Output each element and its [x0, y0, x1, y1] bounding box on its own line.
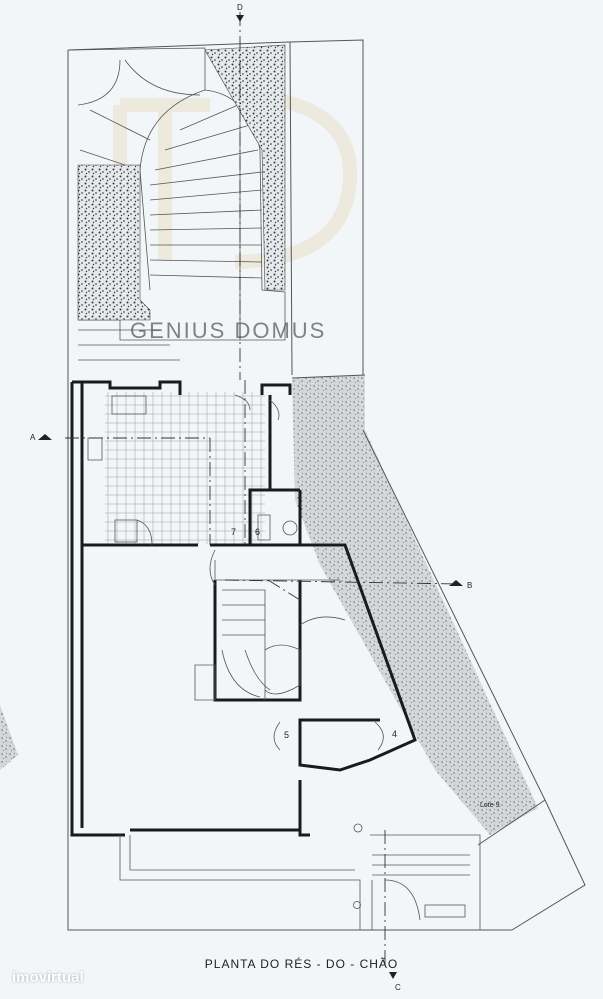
- section-mark-d: D: [237, 3, 243, 12]
- walls: [70, 380, 417, 837]
- watermark-site: imovirtual: [12, 969, 84, 986]
- lot-boundary: [67, 39, 586, 931]
- drawing-title: PLANTA DO RÉS - DO - CHÃO: [204, 957, 399, 971]
- room-number-4: 4: [392, 729, 397, 739]
- interior-lines: [87, 394, 481, 931]
- upper-stair: [69, 47, 286, 361]
- lot-label: Lote 9: [480, 802, 500, 809]
- room-number-5: 5: [284, 730, 289, 740]
- stone-bed-left: [77, 164, 151, 321]
- room-number-7: 7: [231, 527, 236, 537]
- watermark-logo: GENIUS DOMUS: [113, 88, 358, 343]
- kitchen-tiles: [105, 392, 265, 544]
- section-mark-c: C: [395, 983, 401, 992]
- gravel-area-right: [292, 375, 538, 835]
- gravel-area-left: [0, 705, 18, 770]
- section-mark-a: A: [30, 433, 36, 442]
- section-mark-b: B: [467, 581, 472, 590]
- watermark-brand: GENIUS DOMUS: [130, 318, 326, 343]
- stone-bed-right: [204, 44, 286, 291]
- section-markers: [38, 15, 463, 979]
- section-lines: [65, 12, 461, 968]
- room-number-6: 6: [255, 527, 260, 537]
